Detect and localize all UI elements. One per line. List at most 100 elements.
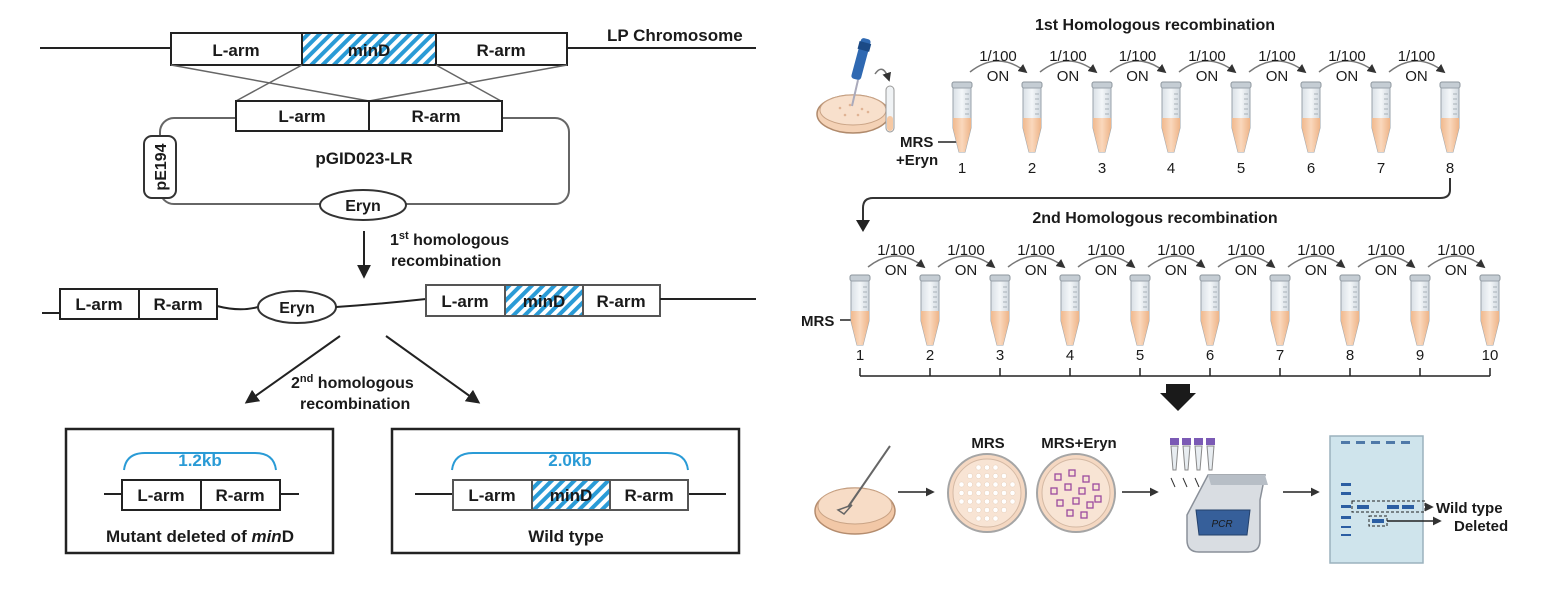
row-connector — [862, 178, 1451, 226]
first-hr-tube-number-6: 6 — [1307, 160, 1315, 177]
first-hr-label-line1: 1st homologous — [390, 230, 509, 249]
first-hr-tube-8 — [1439, 81, 1461, 153]
mrs-eryn-label-line2: +Eryn — [896, 152, 938, 169]
second-hr-tube-6 — [1199, 274, 1221, 346]
second-hr-tube-3 — [989, 274, 1011, 346]
second-hr-tube-8 — [1339, 274, 1361, 346]
first-hr-overnight-4: ON — [1196, 68, 1219, 85]
second-hr-tube-number-7: 7 — [1276, 347, 1284, 364]
second-hr-overnight-6: ON — [1235, 262, 1258, 279]
second-hr-tube-number-3: 3 — [996, 347, 1004, 364]
second-hr-tube-5 — [1129, 274, 1151, 346]
first-hr-transfer-arc-4 — [1178, 60, 1237, 74]
second-hr-tube-number-2: 2 — [926, 347, 934, 364]
timeline — [859, 368, 1491, 377]
integrated-l-arm-2-label: L-arm — [441, 292, 488, 311]
pcr-label: PCR — [1211, 519, 1232, 530]
mrs-eryn-plate — [1036, 453, 1116, 533]
second-hr-dilution-7: 1/100 — [1297, 242, 1335, 259]
wild-l-arm-label: L-arm — [468, 486, 515, 505]
integrated-intermediate: L-arm R-arm Eryn L-arm minD R-arm — [42, 284, 756, 324]
second-hr-transfer-arc-8 — [1357, 255, 1416, 269]
chromosome-l-arm-label: L-arm — [212, 41, 259, 60]
second-hr-tube-9 — [1409, 274, 1431, 346]
first-hr-tube-3 — [1091, 81, 1113, 153]
integrated-r-arm-2-label: R-arm — [596, 292, 645, 311]
gel-image — [1329, 435, 1442, 564]
wild-r-arm-label: R-arm — [624, 486, 673, 505]
integrated-l-arm-2 — [425, 284, 506, 317]
wild-size: 2.0kb — [548, 451, 591, 470]
second-hr-overnight-9: ON — [1445, 262, 1468, 279]
first-hr-dilution-5: 1/100 — [1258, 48, 1296, 65]
second-hr-tube-10 — [1479, 274, 1501, 346]
first-hr-dilution-2: 1/100 — [1049, 48, 1087, 65]
first-hr-overnight-1: ON — [987, 68, 1010, 85]
mrs-label: MRS — [801, 313, 834, 330]
second-hr-transfer-arc-3 — [1007, 255, 1066, 269]
integrated-l-arm — [59, 288, 140, 320]
mutant-l-arm-label: L-arm — [137, 486, 184, 505]
gel-wild-type-label: Wild type — [1436, 500, 1503, 517]
first-hr-dilution-7: 1/100 — [1398, 48, 1436, 65]
starting-plate — [816, 94, 890, 134]
first-hr-tube-7 — [1370, 81, 1392, 153]
first-hr-tube-number-4: 4 — [1167, 160, 1175, 177]
pcr-machine-icon: PCR — [1186, 474, 1268, 553]
chromosome-mind — [301, 32, 437, 66]
chromosome-r-arm — [435, 32, 568, 66]
second-hr-dilution-3: 1/100 — [1017, 242, 1055, 259]
first-hr-overnight-7: ON — [1405, 68, 1428, 85]
first-hr-title: 1st Homologous recombination — [1035, 17, 1275, 34]
second-hr-dilution-5: 1/100 — [1157, 242, 1195, 259]
second-hr-dilution-4: 1/100 — [1087, 242, 1125, 259]
first-hr-dilution-4: 1/100 — [1188, 48, 1226, 65]
second-hr-dilution-2: 1/100 — [947, 242, 985, 259]
second-hr-tube-number-10: 10 — [1482, 347, 1499, 364]
plasmid-eryn-marker — [319, 189, 407, 221]
second-hr-transfer-arc-7 — [1287, 255, 1346, 269]
mutant-caption: Mutant deleted of minD — [106, 527, 294, 546]
second-hr-overnight-2: ON — [955, 262, 978, 279]
chromosome-mind-label: minD — [348, 41, 391, 60]
second-hr-overnight-3: ON — [1025, 262, 1048, 279]
chromosome-r-arm-label: R-arm — [476, 41, 525, 60]
wild-caption: Wild type — [528, 527, 603, 546]
first-hr-tube-number-5: 5 — [1237, 160, 1245, 177]
second-hr-tube-number-1: 1 — [856, 347, 864, 364]
row-connector-arrowhead — [856, 220, 870, 232]
plasmid-l-arm — [235, 100, 370, 132]
plate-mrs-eryn-label: MRS+Eryn — [1041, 435, 1116, 452]
ori-label: pE194 — [153, 143, 170, 190]
wild-mind-label: minD — [550, 486, 593, 505]
mutant-r-arm — [200, 479, 281, 511]
second-hr-transfer-arc-1 — [867, 255, 926, 269]
second-hr-overnight-1: ON — [885, 262, 908, 279]
second-hr-overnight-5: ON — [1165, 262, 1188, 279]
second-hr-tube-4 — [1059, 274, 1081, 346]
first-hr-overnight-3: ON — [1126, 68, 1149, 85]
streak-plate — [814, 445, 896, 535]
first-hr-tube-6 — [1300, 81, 1322, 153]
first-hr-dilution-3: 1/100 — [1119, 48, 1157, 65]
second-hr-transfer-arc-6 — [1217, 255, 1276, 269]
first-hr-transfer-arc-5 — [1248, 60, 1307, 74]
first-hr-tube-5 — [1230, 81, 1252, 153]
second-hr-label-line2: recombination — [300, 396, 410, 413]
second-hr-overnight-4: ON — [1095, 262, 1118, 279]
first-hr-tube-number-8: 8 — [1446, 160, 1454, 177]
mrs-eryn-label-line1: MRS — [900, 134, 933, 151]
integrated-r-arm — [138, 288, 218, 320]
first-hr-transfer-arc-2 — [1039, 60, 1098, 74]
small-tube — [885, 85, 895, 133]
plasmid: L-arm R-arm pE194 pGID023-LR Eryn — [143, 100, 570, 221]
ori-box — [143, 135, 177, 199]
mutant-l-arm — [121, 479, 202, 511]
gel-deleted-label: Deleted — [1454, 518, 1508, 535]
first-hr-transfer-arc-6 — [1318, 60, 1377, 74]
first-hr-dilution-1: 1/100 — [979, 48, 1017, 65]
second-hr-tube-number-6: 6 — [1206, 347, 1214, 364]
first-hr-transfer-arc-7 — [1388, 60, 1446, 74]
